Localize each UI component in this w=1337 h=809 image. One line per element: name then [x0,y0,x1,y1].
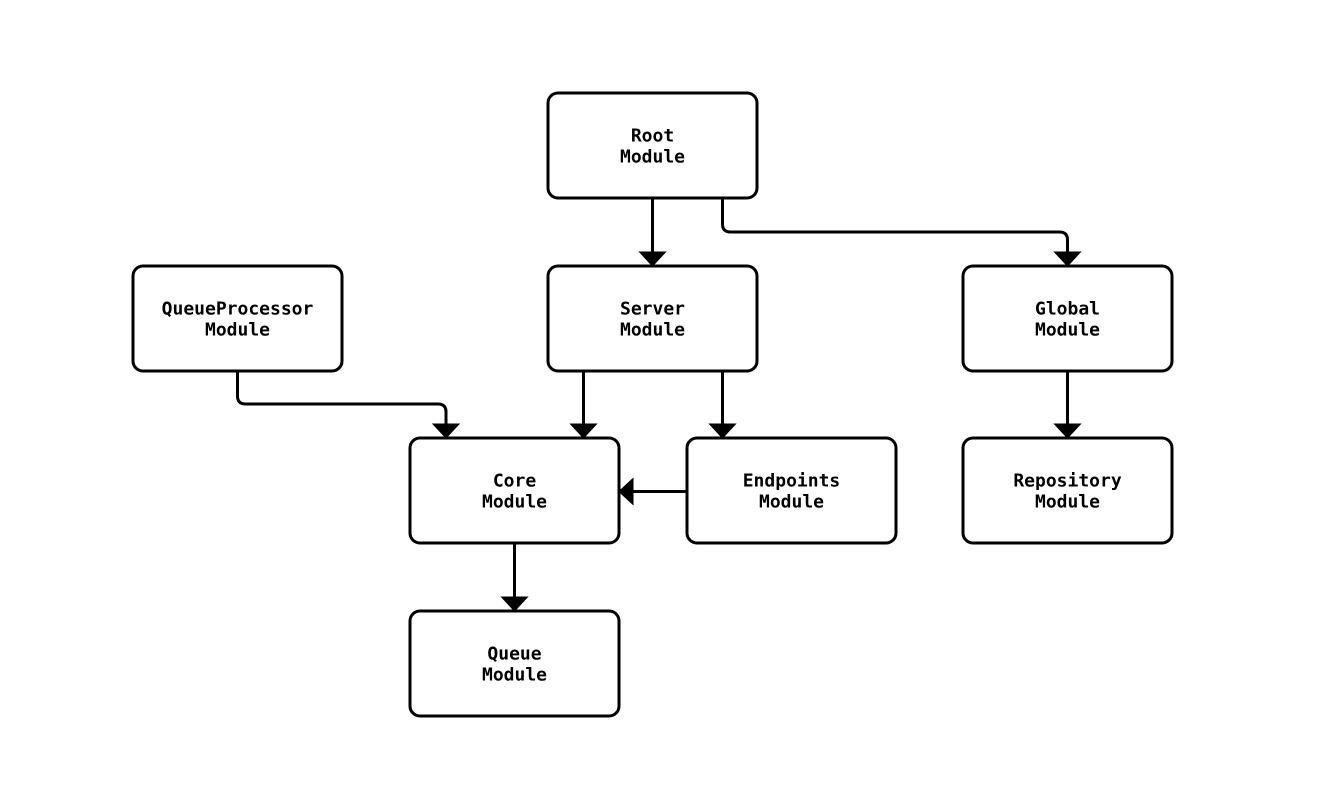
node-label-line: Root [631,126,674,147]
node-server-module: Server Module [546,264,759,373]
node-label-line: Server [620,299,685,320]
node-label-line: Module [482,665,547,686]
node-queueprocessor-module: QueueProcessor Module [131,264,344,373]
node-label-line: Module [205,320,270,341]
node-label-line: QueueProcessor [162,299,314,320]
node-global-module: Global Module [961,264,1174,373]
node-label-line: Module [620,320,685,341]
node-label-line: Module [482,492,547,513]
node-label-line: Endpoints [743,471,841,492]
node-core-module: Core Module [408,436,621,545]
edge-global-to-repository [1053,371,1082,439]
node-endpoints-module: Endpoints Module [685,436,898,545]
node-label-line: Queue [487,644,541,665]
node-label-line: Repository [1013,471,1122,492]
edge-root-to-global [721,198,1082,267]
edge-core-to-queue [500,543,529,612]
edge-endpoints-to-core [618,477,687,506]
edge-queueprocessor-to-core [236,371,461,439]
node-root-module: Root Module [546,91,759,200]
node-label-line: Module [1035,320,1100,341]
node-label-line: Module [1035,492,1100,513]
node-label-line: Core [493,471,537,492]
node-label-line: Module [759,492,824,513]
node-label-line: Global [1035,299,1100,320]
edge-root-to-server [638,198,667,267]
node-queue-module: Queue Module [408,609,621,718]
edge-server-to-core [569,371,598,439]
node-label-line: Module [620,147,685,168]
edge-server-to-endpoints [708,371,737,439]
node-repository-module: Repository Module [961,436,1174,545]
